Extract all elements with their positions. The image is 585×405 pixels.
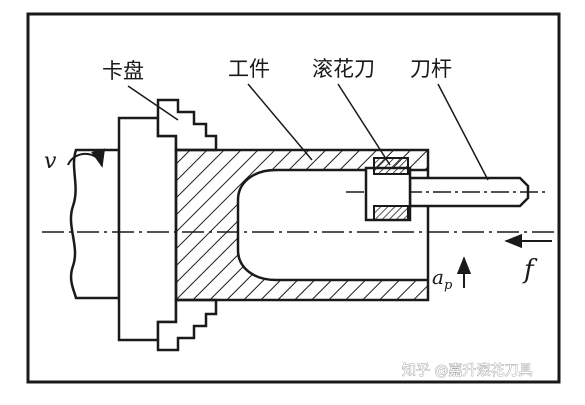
- knurling-wheel-upper: [373, 157, 409, 175]
- leader-tool-bar: [437, 83, 489, 181]
- chuck-jaw-upper: [156, 98, 218, 152]
- depth-symbol-sub: p: [444, 278, 453, 293]
- depth-symbol: ap: [432, 265, 453, 293]
- chuck: [117, 116, 178, 342]
- label-workpiece: 工件: [228, 57, 270, 81]
- depth-symbol-main: a: [432, 265, 444, 289]
- leader-chuck: [127, 85, 179, 121]
- leader-workpiece: [247, 83, 313, 161]
- rotation-arrow: [67, 148, 106, 168]
- workpiece: [174, 148, 430, 302]
- watermark: 知乎 @嘉升滚花刀具: [402, 362, 532, 379]
- knurling-wheel-lower: [373, 205, 409, 221]
- label-tool-bar: 刀杆: [410, 57, 452, 81]
- leader-knurling-tool: [337, 83, 391, 166]
- frame-border: [26, 12, 561, 384]
- lathe-spindle: [69, 148, 121, 300]
- label-knurling-tool: 滚花刀: [312, 57, 375, 81]
- cutting-speed-symbol: v: [44, 149, 57, 174]
- feed-symbol: f: [522, 255, 538, 285]
- label-chuck: 卡盘: [102, 59, 144, 83]
